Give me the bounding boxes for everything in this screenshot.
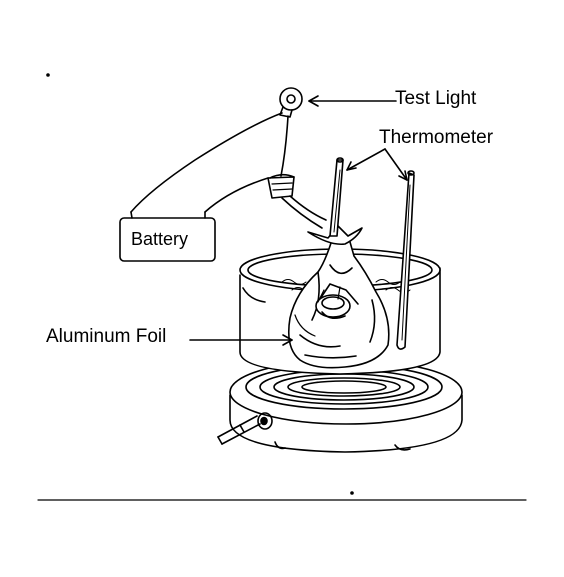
- test-bulb: [315, 283, 359, 320]
- speck: [350, 491, 354, 495]
- test-light-label: Test Light: [395, 88, 477, 109]
- connector-clip: [267, 173, 295, 199]
- power-cord: [217, 415, 261, 445]
- thermometer-left: [329, 157, 344, 237]
- battery-label: Battery: [131, 229, 189, 249]
- label-arrows: [189, 95, 408, 346]
- battery-box: [119, 211, 216, 262]
- test-light-bulb: [279, 87, 303, 118]
- thermometer-label: Thermometer: [379, 127, 494, 148]
- wires: [130, 112, 327, 229]
- thermometer-right: [396, 170, 415, 350]
- control-knob: [257, 412, 273, 430]
- speck: [46, 73, 50, 77]
- aluminum-foil-label: Aluminum Foil: [46, 326, 167, 347]
